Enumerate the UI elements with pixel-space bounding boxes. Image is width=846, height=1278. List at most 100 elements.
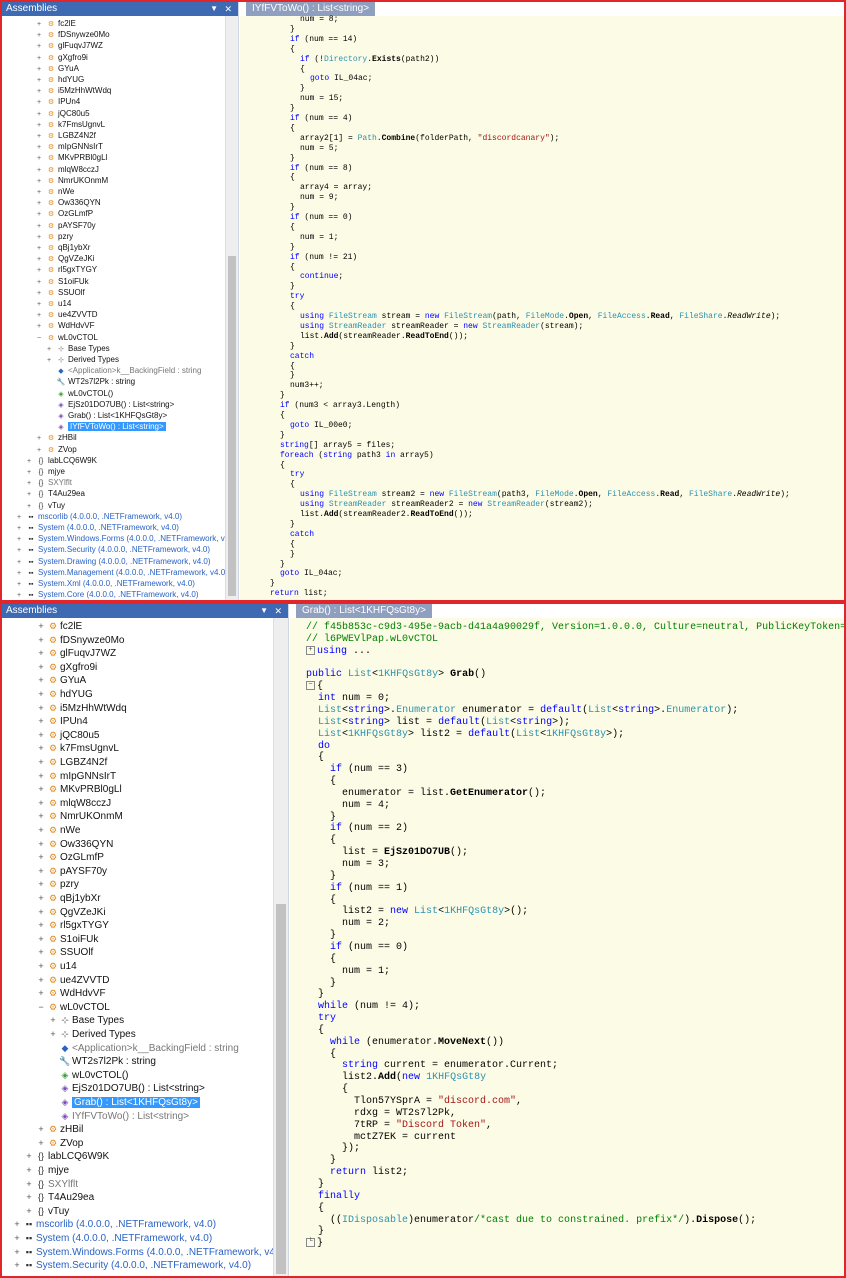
tree-item[interactable]: +⚙Ow336QYN <box>2 838 113 852</box>
expand-icon[interactable]: + <box>26 1151 32 1162</box>
expand-icon[interactable]: + <box>36 222 42 230</box>
tree-scrollbar[interactable] <box>273 618 288 1276</box>
expand-icon[interactable]: + <box>38 906 44 917</box>
tree-scrollbar-thumb[interactable] <box>276 904 286 1274</box>
expand-icon[interactable]: + <box>38 947 44 958</box>
tree-item[interactable]: ◈Grab() : List<1KHFQsGt8y> <box>2 1096 200 1110</box>
tree-item[interactable]: +⚙QgVZeJKi <box>2 253 95 264</box>
tree-item[interactable]: +⚙mIpGNNsIrT <box>2 141 103 152</box>
tree-item[interactable]: +⚙NmrUKOnmM <box>2 810 122 824</box>
expand-icon[interactable]: + <box>38 716 44 727</box>
collapse-icon[interactable]: − <box>36 334 42 342</box>
expand-icon[interactable]: + <box>36 245 42 252</box>
tree-item[interactable]: +⚙rl5gxTYGY <box>2 919 109 933</box>
tree-item[interactable]: +⚙k7FmsUgnvL <box>2 119 105 130</box>
expand-icon[interactable]: + <box>36 267 42 275</box>
tree-item[interactable]: +{}vTuy <box>2 1205 69 1219</box>
tree-item[interactable]: ◈IYfFVToWo() : List<string> <box>2 421 166 432</box>
tree-item[interactable]: −⚙wL0vCTOL <box>2 1001 109 1015</box>
expand-icon[interactable]: + <box>36 166 42 174</box>
tree-item[interactable]: +⚙S1oiFUk <box>2 933 98 947</box>
tree-item[interactable]: +⚙qBj1ybXr <box>2 892 100 906</box>
tree-item[interactable]: ◈Grab() : List<1KHFQsGt8y> <box>2 410 167 421</box>
tree-item[interactable]: +▪▪System.Windows.Forms (4.0.0.0, .NETFr… <box>2 1246 286 1260</box>
tree-item[interactable]: +⚙ue4ZVVTD <box>2 974 109 988</box>
expand-icon[interactable]: + <box>14 1219 20 1230</box>
tree-item[interactable]: +⚙qBj1ybXr <box>2 242 91 253</box>
expand-icon[interactable]: + <box>38 879 44 890</box>
tree-item[interactable]: +⚙gXgfro9i <box>2 52 88 63</box>
tree-item[interactable]: +⚙SSUOlf <box>2 287 85 298</box>
expand-icon[interactable]: + <box>26 502 32 510</box>
expand-icon[interactable]: + <box>38 974 44 985</box>
expand-icon[interactable]: + <box>38 648 44 659</box>
collapse-region-icon[interactable]: − <box>306 681 315 691</box>
tree-item[interactable]: +⚙GYuA <box>2 63 79 74</box>
assembly-explorer[interactable]: Assemblies ▼ ✕ +⚙fc2lE+⚙fDSnywze0Mo+⚙glF… <box>2 604 289 1276</box>
expand-icon[interactable]: + <box>16 569 22 577</box>
code-editor[interactable]: // f45b853c-c9d3-495e-9acb-d41a4a90029f,… <box>290 618 844 1276</box>
tree-scrollbar-thumb[interactable] <box>228 256 236 596</box>
tree-item[interactable]: +⚙MKvPRBl0gLl <box>2 152 107 163</box>
tree-item[interactable]: +⚙SSUOlf <box>2 946 93 960</box>
tree-item[interactable]: +▪▪System.Xml (4.0.0.0, .NETFramework, v… <box>2 578 195 589</box>
tree-item[interactable]: +⚙glFuqvJ7WZ <box>2 647 116 661</box>
tree-item[interactable]: +⚙IPUn4 <box>2 96 80 107</box>
tree-item[interactable]: +⚙glFuqvJ7WZ <box>2 40 103 51</box>
tree-item[interactable]: +▪▪System (4.0.0.0, .NETFramework, v4.0) <box>2 522 179 533</box>
tree-item[interactable]: +⚙NmrUKOnmM <box>2 175 108 186</box>
expand-icon[interactable]: + <box>38 770 44 781</box>
expand-icon[interactable]: + <box>26 1165 32 1175</box>
tree-item[interactable]: +⚙WdHdvVF <box>2 987 105 1001</box>
tree-item[interactable]: +⚙mlqW8cczJ <box>2 164 99 175</box>
expand-icon[interactable]: + <box>38 689 44 699</box>
tree-item[interactable]: +⚙MKvPRBl0gLl <box>2 783 121 797</box>
tree-item[interactable]: +⚙fDSnywze0Mo <box>2 634 124 648</box>
tree-item[interactable]: +{}T4Au29ea <box>2 488 85 499</box>
expand-icon[interactable]: + <box>38 675 44 686</box>
tree-item[interactable]: +⚙Ow336QYN <box>2 197 101 208</box>
tree-item[interactable]: +⚙fDSnywze0Mo <box>2 29 110 40</box>
tree-item[interactable]: +▪▪System.Security (4.0.0.0, .NETFramewo… <box>2 544 210 555</box>
pin-icon[interactable]: ▼ <box>260 606 268 615</box>
tree-item[interactable]: +⚙IPUn4 <box>2 715 87 729</box>
expand-icon[interactable]: + <box>36 233 42 241</box>
tree-item[interactable]: +⚙fc2lE <box>2 18 76 29</box>
tree-item[interactable]: +⚙pzry <box>2 231 73 242</box>
tree-item[interactable]: ◆<Application>k__BackingField : string <box>2 1042 239 1056</box>
expand-icon[interactable]: + <box>38 757 44 767</box>
expand-icon[interactable]: + <box>38 1137 44 1148</box>
expand-icon[interactable]: + <box>38 784 44 795</box>
expand-icon[interactable]: + <box>38 852 44 863</box>
expand-icon[interactable]: + <box>36 155 42 163</box>
tree-item[interactable]: +⚙i5MzHhWtWdq <box>2 85 111 96</box>
expand-icon[interactable]: + <box>14 1233 20 1243</box>
tree-item[interactable]: +{}mjye <box>2 466 65 477</box>
tree-item[interactable]: +⚙ZVop <box>2 444 77 455</box>
tree-item[interactable]: +⚙pzry <box>2 878 79 892</box>
expand-icon[interactable]: + <box>38 865 44 876</box>
tree-item[interactable]: +⚙jQC80u5 <box>2 729 99 743</box>
tree-item[interactable]: ◈wL0vCTOL() <box>2 1069 129 1083</box>
tree-item[interactable]: +⊹Base Types <box>2 343 110 354</box>
tree-item[interactable]: +⚙mIpGNNsIrT <box>2 770 116 784</box>
expand-icon[interactable]: + <box>36 43 42 51</box>
tree-item[interactable]: +▪▪System.Drawing (4.0.0.0, .NETFramewor… <box>2 556 211 567</box>
expand-icon[interactable]: + <box>14 1246 20 1257</box>
expand-icon[interactable]: + <box>36 121 42 129</box>
code-editor[interactable]: num = 8;}if (num == 14){if (!Directory.E… <box>240 15 844 600</box>
tree-scrollbar[interactable] <box>225 16 238 600</box>
expand-icon[interactable]: + <box>26 1205 32 1216</box>
expand-icon[interactable]: + <box>36 200 42 208</box>
tree-item[interactable]: +{}SXYlflt <box>2 1178 78 1192</box>
expand-icon[interactable]: + <box>36 278 42 286</box>
expand-icon[interactable]: + <box>16 525 22 532</box>
expand-icon[interactable]: + <box>38 961 44 971</box>
tree-item[interactable]: +{}T4Au29ea <box>2 1191 94 1205</box>
expand-icon[interactable]: + <box>38 621 44 631</box>
tree-item[interactable]: +⚙LGBZ4N2f <box>2 130 96 141</box>
expand-icon[interactable]: + <box>38 797 44 808</box>
tree-item[interactable]: ◆<Application>k__BackingField : string <box>2 365 201 376</box>
tree-item[interactable]: 🔧WT2s7l2Pk : string <box>2 376 136 387</box>
pin-icon[interactable]: ▼ <box>210 4 218 13</box>
